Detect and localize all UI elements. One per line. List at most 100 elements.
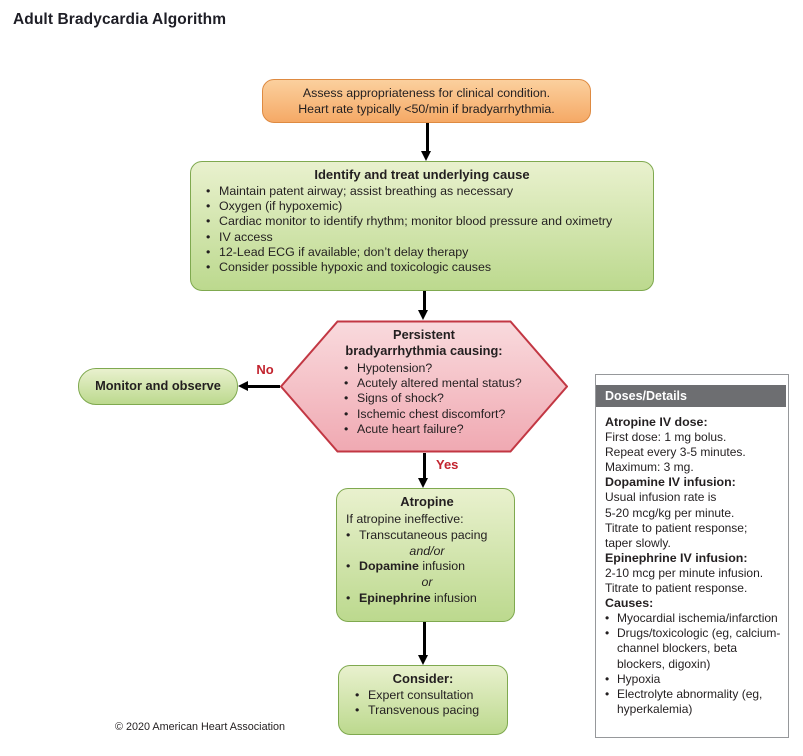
- bullet-marker: •: [344, 421, 349, 436]
- persistent-bradyarrhythmia-decision: Persistent bradyarrhythmia causing: • Hyp…: [280, 320, 568, 453]
- list-item-text: Drugs/toxicologic (eg, calcium-channel b…: [617, 626, 781, 671]
- bullet-marker: •: [344, 406, 349, 421]
- dose-line: Repeat every 3-5 minutes.: [605, 445, 746, 460]
- no-branch-label: No: [256, 362, 274, 377]
- bullet-marker: •: [605, 626, 610, 641]
- consider-box: Consider: •Expert consultation •Transven…: [338, 665, 508, 735]
- list-item: • Signs of shock?: [344, 391, 568, 406]
- list-item-text: Myocardial ischemia/infarction: [617, 611, 778, 626]
- list-item: • Cardiac monitor to identify rhythm; mon…: [206, 214, 653, 229]
- bullet-marker: •: [346, 559, 351, 574]
- arrowhead-down-icon: [418, 310, 428, 320]
- list-item: • Hypotension?: [344, 361, 568, 376]
- bullet-marker: •: [344, 376, 349, 391]
- decision-criteria-list: • Hypotension? • Acutely altered mental st…: [280, 361, 568, 437]
- list-item-text: Expert consultation: [368, 688, 474, 702]
- list-item: • Drugs/toxicologic (eg, calcium-channel …: [605, 626, 784, 671]
- list-item: •Electrolyte abnormality (eg, hyperkalem…: [605, 687, 784, 717]
- list-item: • Expert consultation: [355, 688, 503, 703]
- bullet-marker: •: [344, 391, 349, 406]
- bullet-marker: •: [206, 229, 211, 244]
- arrowhead-down-icon: [421, 151, 431, 161]
- bullet-marker: •: [206, 244, 211, 259]
- dose-line: Maximum: 3 mg.: [605, 460, 694, 475]
- decision-title-line-1: Persistent: [393, 327, 455, 342]
- list-item: • Hypoxia: [605, 672, 784, 687]
- list-item-text: 12-Lead ECG if available; don’t delay th…: [219, 244, 469, 259]
- atropine-title: Atropine: [400, 494, 454, 509]
- bullet-marker: •: [206, 199, 211, 214]
- arrowhead-left-icon: [238, 381, 248, 391]
- bullet-marker: •: [605, 671, 610, 686]
- list-item-text: Acutely altered mental status?: [357, 376, 522, 391]
- list-item: • Transvenous pacing: [355, 703, 503, 718]
- dose-line: Titrate to patient response;: [605, 520, 748, 535]
- drug-name: Dopamine: [359, 559, 419, 574]
- section-heading: Epinephrine IV infusion:: [605, 550, 748, 565]
- list-item: • 12-Lead ECG if available; don’t delay t…: [206, 245, 653, 260]
- bullet-marker: •: [206, 184, 211, 198]
- assess-line-2: Heart rate typically <50/min if bradyarr…: [298, 102, 555, 116]
- list-item: •Consider possible hypoxic and toxicolog…: [206, 260, 653, 275]
- list-item-text: Transcutaneous pacing: [359, 527, 488, 542]
- causes-list: • Myocardial ischemia/infarction • Drugs/t…: [605, 611, 784, 717]
- consider-list: • Expert consultation • Transvenous pacing: [343, 688, 503, 718]
- bullet-marker: •: [355, 688, 360, 702]
- list-item: • Acute heart failure?: [344, 422, 568, 437]
- doses-details-header: Doses/Details: [596, 385, 786, 407]
- list-item-text: Acute heart failure?: [357, 421, 464, 436]
- bullet-marker: •: [206, 260, 211, 275]
- list-item-text: Cardiac monitor to identify rhythm; moni…: [219, 214, 613, 229]
- list-item: • IV access: [206, 230, 653, 245]
- page-title: Adult Bradycardia Algorithm: [13, 11, 227, 28]
- list-item-text: Hypotension?: [357, 361, 433, 375]
- list-item-text: infusion: [430, 590, 477, 605]
- dose-line: Titrate to patient response.: [605, 581, 748, 596]
- identify-treat-list: • Maintain patent airway; assist breathin…: [191, 184, 653, 275]
- bullet-marker: •: [206, 214, 211, 229]
- dose-line: First dose: 1 mg bolus.: [605, 430, 727, 445]
- monitor-observe-label: Monitor and observe: [95, 378, 221, 393]
- list-item: • Myocardial ischemia/infarction: [605, 611, 784, 626]
- list-item-text: Oxygen (if hypoxemic): [219, 199, 343, 214]
- list-item-text: Hypoxia: [617, 671, 661, 686]
- doses-details-panel: Doses/Details Atropine IV dose: First do…: [595, 374, 789, 738]
- arrowhead-down-icon: [418, 478, 428, 488]
- list-item: •Ischemic chest discomfort?: [344, 407, 568, 422]
- list-item-text: Maintain patent airway; assist breathing…: [219, 184, 514, 198]
- list-item: • Maintain patent airway; assist breathin…: [206, 184, 653, 199]
- bullet-marker: •: [605, 686, 610, 701]
- flow-arrow-decision-to-monitor: [246, 385, 280, 388]
- identify-treat-title: Identify and treat underlying cause: [314, 167, 530, 182]
- bullet-marker: •: [346, 590, 351, 605]
- list-item: • Transcutaneous pacing: [346, 528, 508, 544]
- flow-arrow-identify-to-decision: [423, 291, 426, 310]
- list-item: • Oxygen (if hypoxemic): [206, 199, 653, 214]
- dose-line: 5-20 mcg/kg per minute.: [605, 505, 735, 520]
- list-item: • Epinephrine infusion: [346, 591, 508, 607]
- identify-treat-box: Identify and treat underlying cause • Mai…: [190, 161, 654, 291]
- connector-or: or: [421, 575, 433, 590]
- section-heading: Causes:: [605, 596, 654, 611]
- atropine-box: Atropine If atropine ineffective: •Trans…: [336, 488, 515, 622]
- list-item-text: infusion: [418, 559, 466, 574]
- decision-title-line-2: bradyarrhythmia causing:: [345, 342, 503, 358]
- bullet-marker: •: [355, 703, 360, 718]
- monitor-observe-box: Monitor and observe: [78, 368, 238, 405]
- section-heading: Dopamine IV infusion:: [605, 475, 736, 490]
- drug-name: Epinephrine: [359, 590, 431, 605]
- copyright-notice: © 2020 American Heart Association: [115, 721, 285, 733]
- assess-condition-box: Assess appropriateness for clinical cond…: [262, 79, 591, 123]
- list-item-text: Signs of shock?: [357, 391, 444, 406]
- bullet-marker: •: [346, 527, 351, 542]
- assess-line-1: Assess appropriateness for clinical cond…: [302, 86, 551, 100]
- bullet-marker: •: [605, 611, 610, 626]
- flow-arrow-atropine-to-consider: [423, 622, 426, 655]
- list-item: • Dopamine infusion: [346, 559, 508, 575]
- list-item-text: Transvenous pacing: [368, 703, 480, 718]
- dose-line: Usual infusion rate is: [605, 490, 717, 505]
- bullet-marker: •: [344, 361, 349, 375]
- list-item-text: IV access: [219, 229, 273, 244]
- hexagon-shape-icon: [280, 320, 568, 453]
